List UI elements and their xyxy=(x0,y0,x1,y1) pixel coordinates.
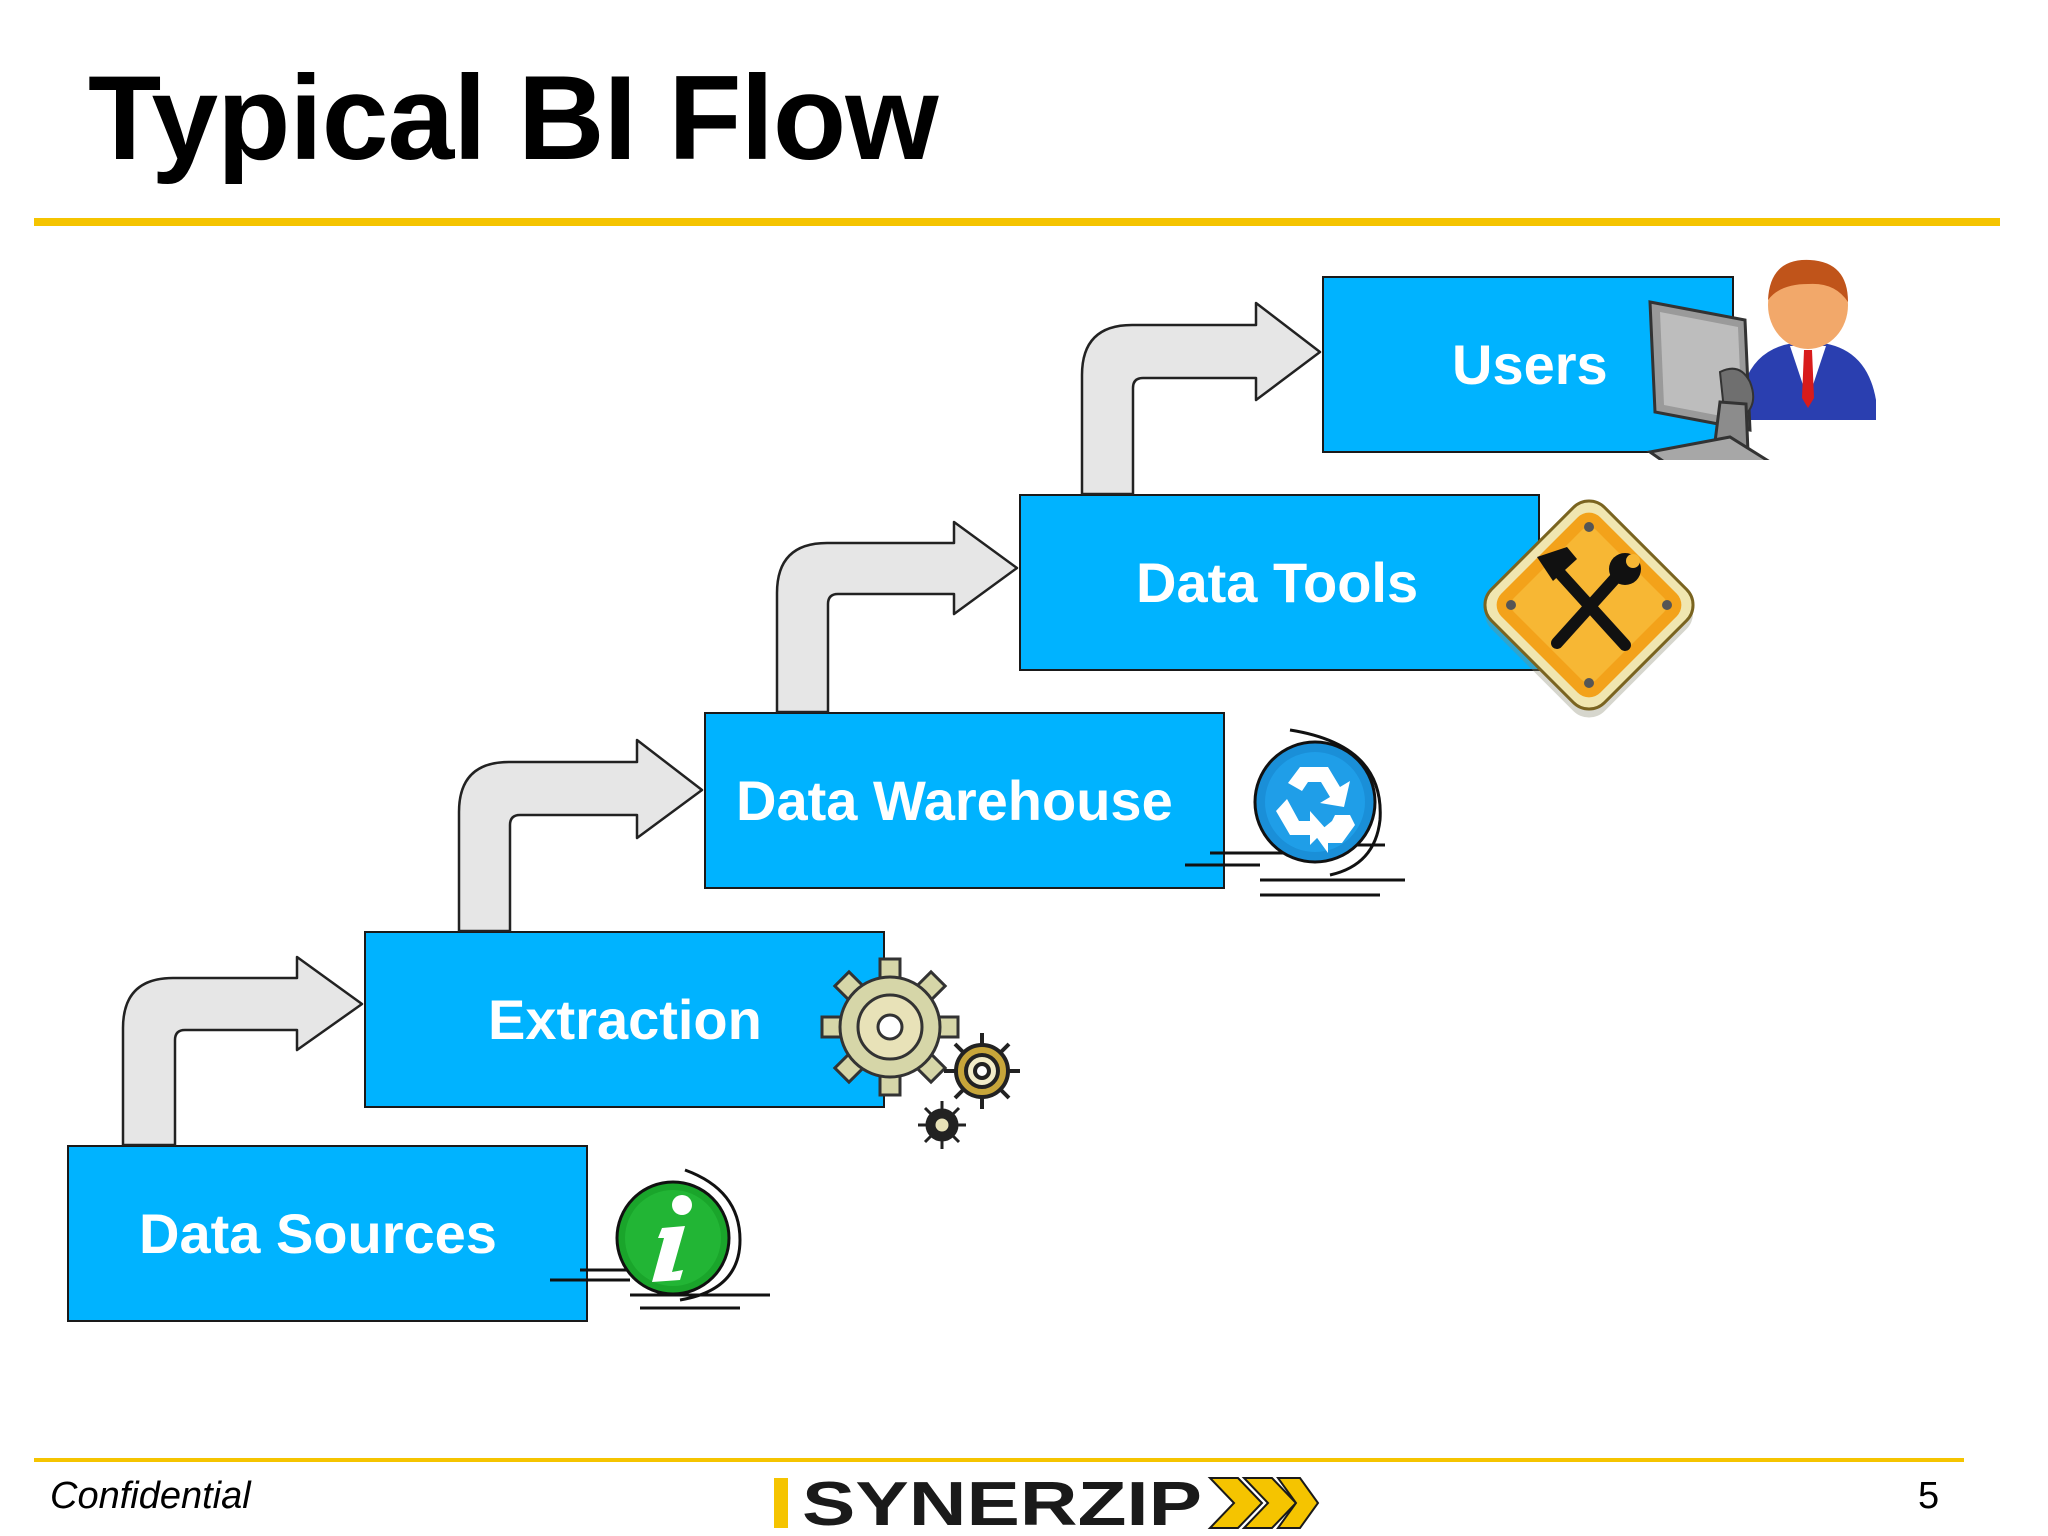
arrow-tools-to-users xyxy=(1080,301,1322,496)
step-label: Data Tools xyxy=(1136,551,1419,614)
arrow-sources-to-extraction xyxy=(121,955,364,1147)
user-computer-icon xyxy=(1646,259,1876,460)
step-label: Data Sources xyxy=(139,1202,497,1265)
step-extraction: Extraction xyxy=(364,931,885,1108)
page-number: 5 xyxy=(1918,1475,1940,1517)
gears-icon xyxy=(820,957,1020,1149)
footer-confidential: Confidential xyxy=(50,1475,251,1517)
step-data-sources: Data Sources xyxy=(67,1145,588,1322)
recycle-icon xyxy=(1185,728,1405,897)
arrow-extraction-to-warehouse xyxy=(457,738,704,933)
tools-icon xyxy=(1483,499,1695,718)
footer-divider xyxy=(34,1458,1964,1462)
slide-title: Typical BI Flow xyxy=(88,51,939,185)
synerzip-logo: SYNERZIP xyxy=(770,1470,1320,1532)
title-divider xyxy=(34,218,2000,226)
arrow-warehouse-to-tools xyxy=(775,520,1019,714)
step-data-warehouse: Data Warehouse xyxy=(704,712,1225,889)
step-label: Extraction xyxy=(488,988,762,1051)
svg-text:SYNERZIP: SYNERZIP xyxy=(802,1470,1202,1532)
info-icon xyxy=(550,1168,770,1310)
step-label: Users xyxy=(1452,333,1608,396)
step-data-tools: Data Tools xyxy=(1019,494,1540,671)
step-label: Data Warehouse xyxy=(736,769,1173,832)
